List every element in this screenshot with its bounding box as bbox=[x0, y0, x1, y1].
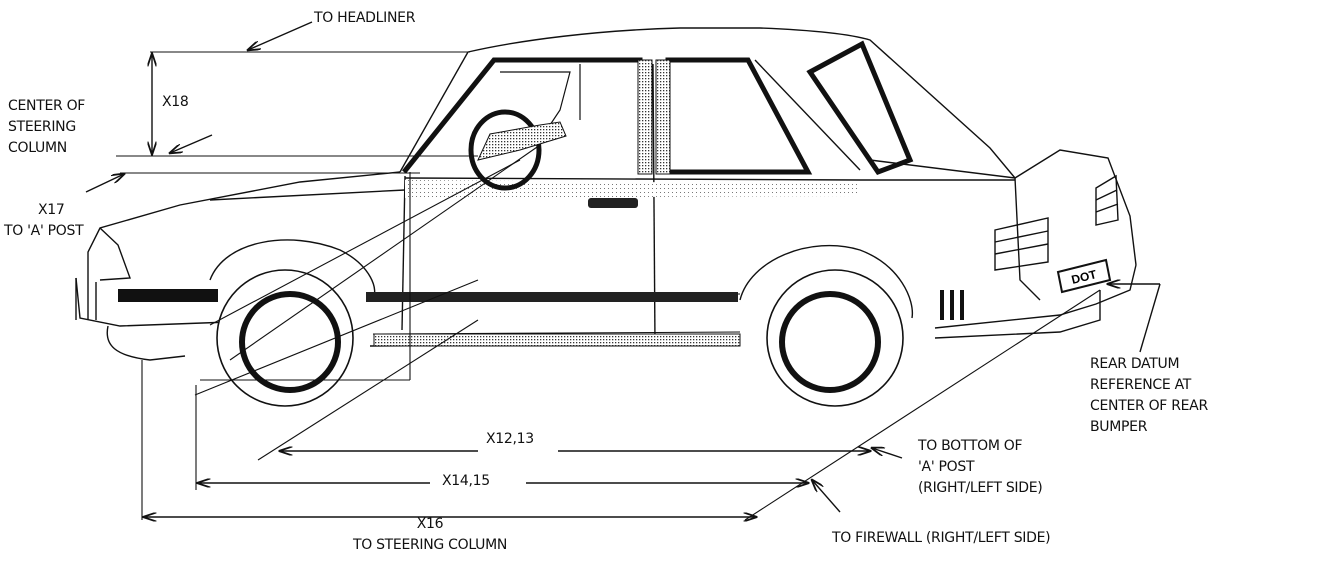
a-post-bottom-arrow bbox=[872, 448, 903, 459]
steering-center-arrow bbox=[170, 134, 213, 153]
to-firewall-label: TO FIREWALL (RIGHT/LEFT SIDE) bbox=[832, 530, 1051, 546]
steering-wheel bbox=[468, 109, 567, 191]
to-headliner-label: TO HEADLINER bbox=[314, 10, 416, 26]
x16-line-1: X16 bbox=[416, 516, 444, 532]
x12-13-label: X12,13 bbox=[486, 431, 534, 447]
reference-lines bbox=[116, 51, 1101, 521]
to-headliner-arrow bbox=[248, 21, 313, 50]
b-pillar bbox=[637, 59, 653, 175]
rocker-stripe bbox=[373, 333, 741, 347]
rear-datum-line-4: BUMPER bbox=[1090, 419, 1148, 435]
x17-label: X17 TO 'A' POST bbox=[0, 200, 84, 242]
rear-datum-label: REAR DATUM REFERENCE AT CENTER OF REAR B… bbox=[1090, 354, 1208, 438]
center-steering-line-1: CENTER OF bbox=[8, 98, 86, 114]
rear-datum-line-2: REFERENCE AT bbox=[1090, 377, 1192, 393]
door-handle bbox=[588, 198, 638, 208]
dot-text: DOT bbox=[1070, 267, 1099, 287]
front-side-stripe bbox=[118, 289, 218, 302]
center-of-steering-column-label: CENTER OF STEERING COLUMN bbox=[8, 96, 85, 159]
to-bottom-a-post-label: TO BOTTOM OF 'A' POST (RIGHT/LEFT SIDE) bbox=[918, 436, 1043, 499]
rear-wheel bbox=[766, 269, 904, 407]
x16-label: X16 TO STEERING COLUMN bbox=[320, 514, 540, 556]
x18-label: X18 bbox=[162, 94, 189, 110]
x17-arrow bbox=[85, 174, 124, 193]
center-steering-line-3: COLUMN bbox=[8, 140, 67, 156]
x14-15-label: X14,15 bbox=[442, 473, 490, 489]
center-steering-line-2: STEERING bbox=[8, 119, 76, 135]
x17-line-1: X17 bbox=[38, 202, 65, 218]
a-post-line-3: (RIGHT/LEFT SIDE) bbox=[918, 480, 1043, 496]
belt-shading bbox=[405, 180, 860, 198]
rear-datum-line-3: CENTER OF REAR bbox=[1090, 398, 1208, 414]
front-wheel bbox=[216, 269, 354, 407]
x16-line-2: TO STEERING COLUMN bbox=[352, 537, 508, 553]
a-post-line-1: TO BOTTOM OF bbox=[918, 438, 1023, 454]
firewall-arrow bbox=[812, 480, 841, 513]
a-post-line-2: 'A' POST bbox=[918, 459, 975, 475]
x17-line-2: TO 'A' POST bbox=[4, 223, 84, 239]
rear-datum-line-1: REAR DATUM bbox=[1090, 356, 1180, 372]
